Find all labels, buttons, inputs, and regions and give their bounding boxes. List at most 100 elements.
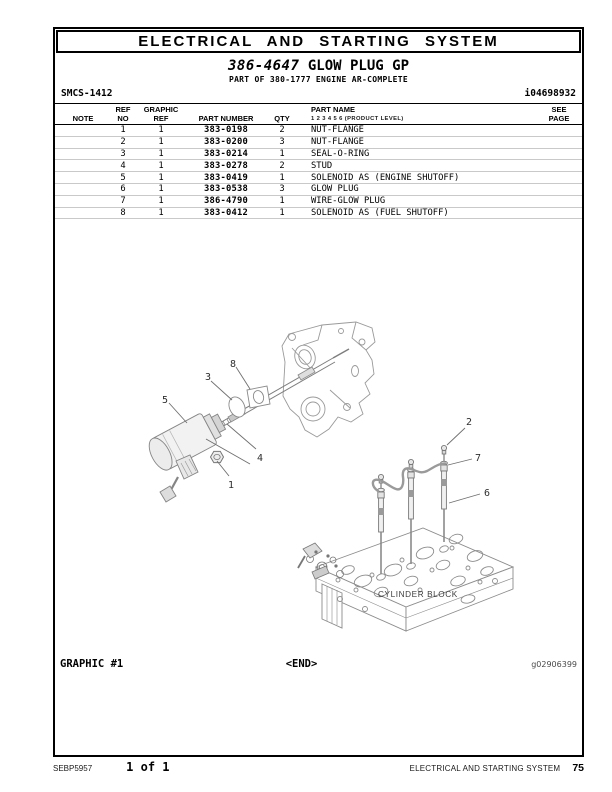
glow-plug-right <box>440 444 448 542</box>
cell-graphic-ref: 1 <box>158 125 164 136</box>
header-note: NOTE <box>72 113 94 123</box>
cell-ref-no: 5 <box>120 172 126 183</box>
meta-row: SMCS-1412 i04698932 <box>61 88 576 99</box>
cell-part-number: 383-0214 <box>204 148 248 159</box>
callout-leaders-right <box>446 427 481 504</box>
callout-5: 5 <box>162 395 168 406</box>
cell-part-number: 383-0419 <box>204 172 248 183</box>
graphic-id: g02906399 <box>531 660 577 669</box>
cell-part-name: GLOW PLUG <box>311 184 359 195</box>
bracket-drawing <box>246 385 271 409</box>
graphic-caption: GRAPHIC #1 <box>60 658 124 670</box>
cell-part-name: NUT-FLANGE <box>311 137 364 148</box>
cylinder-block-label: CYLINDER BLOCK <box>378 590 458 599</box>
cell-graphic-ref: 1 <box>158 207 164 218</box>
cell-part-name: SOLENOID AS (ENGINE SHUTOFF) <box>311 172 460 183</box>
table-row: 8 1 383-0412 1 SOLENOID AS (FUEL SHUTOFF) <box>55 208 582 220</box>
cell-part-name: NUT-FLANGE <box>311 125 364 136</box>
footer-section-title: ELECTRICAL AND STARTING SYSTEM <box>409 764 561 773</box>
seal-o-ring-drawing <box>228 396 246 418</box>
cell-ref-no: 4 <box>120 160 126 171</box>
shutoff-solenoid-drawing <box>148 413 227 503</box>
cell-qty: 2 <box>279 160 285 171</box>
part-group-title: 386-4647 GLOW PLUG GP <box>55 58 582 74</box>
callout-1: 1 <box>228 480 234 491</box>
page-of-indicator: 1 of 1 <box>126 760 170 774</box>
smcs-code: SMCS-1412 <box>61 88 113 99</box>
section-title: ELECTRICAL AND STARTING SYSTEM <box>138 33 499 50</box>
media-number: SEBP5957 <box>53 764 93 773</box>
cell-ref-no: 7 <box>120 196 126 207</box>
part-group-number: 386-4647 <box>227 58 300 74</box>
flange-nut-drawing <box>209 450 225 464</box>
callout-4: 4 <box>257 453 263 464</box>
doc-id: i04698932 <box>524 88 576 99</box>
cell-part-number: 383-0198 <box>204 125 248 136</box>
cell-part-name: WIRE-GLOW PLUG <box>311 196 386 207</box>
cell-qty: 1 <box>279 148 285 159</box>
callout-2: 2 <box>466 417 472 428</box>
cell-part-name: SOLENOID AS (FUEL SHUTOFF) <box>311 207 449 218</box>
engine-block-drawing <box>281 321 376 438</box>
cell-graphic-ref: 1 <box>158 160 164 171</box>
graphic-caption-row: GRAPHIC #1 <END> g02906399 <box>60 658 577 671</box>
table-row: 5 1 383-0419 1 SOLENOID AS (ENGINE SHUTOFF) <box>55 172 582 184</box>
part-of-line: PART OF 380-1777 ENGINE AR-COMPLETE <box>228 75 409 84</box>
head-accessory-drawing <box>297 542 344 580</box>
cell-part-name: SEAL-O-RING <box>311 148 370 159</box>
page-footer: SEBP5957 1 of 1 ELECTRICAL AND STARTING … <box>53 760 584 774</box>
callout-6: 6 <box>484 488 490 499</box>
cell-qty: 3 <box>279 137 285 148</box>
cell-part-number: 386-4790 <box>204 196 248 207</box>
end-marker: <END> <box>285 658 318 670</box>
table-row: 3 1 383-0214 1 SEAL-O-RING <box>55 149 582 161</box>
table-row: 2 1 383-0200 3 NUT-FLANGE <box>55 137 582 149</box>
cell-qty: 2 <box>279 125 285 136</box>
cylinder-head-drawing <box>314 527 515 632</box>
header-qty: QTY <box>274 113 290 123</box>
cell-part-name: STUD <box>311 160 333 171</box>
cell-qty: 1 <box>279 172 285 183</box>
header-product-level: 1 2 3 4 5 6 (PRODUCT LEVEL) <box>311 115 404 122</box>
cell-graphic-ref: 1 <box>158 196 164 207</box>
cell-graphic-ref: 1 <box>158 148 164 159</box>
section-title-banner: ELECTRICAL AND STARTING SYSTEM <box>56 30 581 53</box>
cell-ref-no: 3 <box>120 148 126 159</box>
cell-part-number: 383-0412 <box>204 207 248 218</box>
cell-graphic-ref: 1 <box>158 172 164 183</box>
callout-8: 8 <box>230 359 236 370</box>
cell-ref-no: 1 <box>120 125 126 136</box>
cell-part-number: 383-0200 <box>204 137 248 148</box>
glow-plugs-drawing <box>377 444 448 574</box>
cell-qty: 3 <box>279 184 285 195</box>
cell-graphic-ref: 1 <box>158 184 164 195</box>
parts-diagram-graphic: CYLINDER BLOCK <box>148 321 515 632</box>
cell-part-number: 383-0538 <box>204 184 248 195</box>
callout-leaders-left <box>168 366 257 477</box>
page-number: 75 <box>572 762 584 774</box>
cell-ref-no: 6 <box>120 184 126 195</box>
cell-qty: 1 <box>279 196 285 207</box>
table-row: 1 1 383-0198 2 NUT-FLANGE <box>55 125 582 137</box>
callout-7: 7 <box>475 453 481 464</box>
cell-qty: 1 <box>279 207 285 218</box>
part-group-name: GLOW PLUG GP <box>307 58 410 74</box>
table-row: 7 1 386-4790 1 WIRE-GLOW PLUG <box>55 196 582 208</box>
cell-graphic-ref: 1 <box>158 137 164 148</box>
cell-part-number: 383-0278 <box>204 160 248 171</box>
callout-labels: 8 3 5 4 1 2 7 6 <box>162 359 490 499</box>
callout-3: 3 <box>205 372 211 383</box>
table-row: 4 1 383-0278 2 STUD <box>55 160 582 173</box>
table-row: 6 1 383-0538 3 GLOW PLUG <box>55 184 582 196</box>
glow-plug-wire-drawing <box>371 462 447 493</box>
page-frame: ELECTRICAL AND STARTING SYSTEM 386-4647 … <box>53 27 584 757</box>
cell-ref-no: 8 <box>120 207 126 218</box>
header-part-number: PART NUMBER <box>198 113 254 123</box>
cell-ref-no: 2 <box>120 137 126 148</box>
